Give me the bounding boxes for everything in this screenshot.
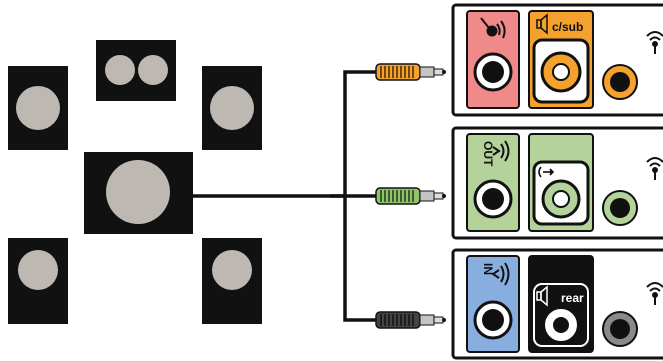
- jack-in-blue: IN: [466, 255, 520, 353]
- jack-round-orange: [602, 64, 638, 100]
- audio-out-icon: [492, 140, 510, 162]
- speaker-icon: [536, 13, 548, 35]
- plug-orange: [375, 63, 446, 81]
- jack-label: OUT: [481, 141, 495, 167]
- speaker-subwoofer: [84, 152, 193, 234]
- jack-round-green: [602, 190, 638, 226]
- panel-top: c/sub: [451, 3, 663, 117]
- jack-out-green: OUT: [466, 133, 520, 232]
- jack-out-2-green: out: [528, 133, 594, 232]
- cable-to-bottom: [343, 196, 376, 322]
- jack-label: IN: [481, 263, 495, 275]
- speaker-front-left: [8, 66, 68, 150]
- jack-mic-pink: [466, 10, 520, 109]
- audio-in-icon: [491, 262, 510, 286]
- jack-label: c/sub: [552, 20, 583, 34]
- speaker-front-right: [202, 66, 262, 150]
- jack-center-sub-orange: c/sub: [528, 10, 594, 109]
- microphone-icon: [480, 17, 506, 39]
- audio-out-arrow-icon-overlay: [538, 166, 555, 178]
- speaker-group: [8, 40, 262, 324]
- cable-to-top: [330, 70, 376, 198]
- audio-icon: [646, 31, 663, 54]
- plug-green: [375, 187, 446, 205]
- plug-black: [375, 311, 446, 329]
- speaker-rear-right: [202, 238, 262, 324]
- panel-bottom: IN rear: [451, 248, 663, 360]
- speaker-icon: [536, 285, 548, 307]
- speaker-rear-left: [8, 238, 68, 324]
- jack-label: rear: [561, 291, 584, 305]
- audio-icon: [646, 157, 663, 180]
- speaker-center: [96, 40, 176, 101]
- jack-rear-black: rear: [528, 255, 594, 353]
- panel-middle: OUT out: [451, 126, 663, 240]
- cable-group: [193, 70, 376, 322]
- audio-icon: [646, 282, 663, 305]
- jack-round-grey: [602, 311, 638, 347]
